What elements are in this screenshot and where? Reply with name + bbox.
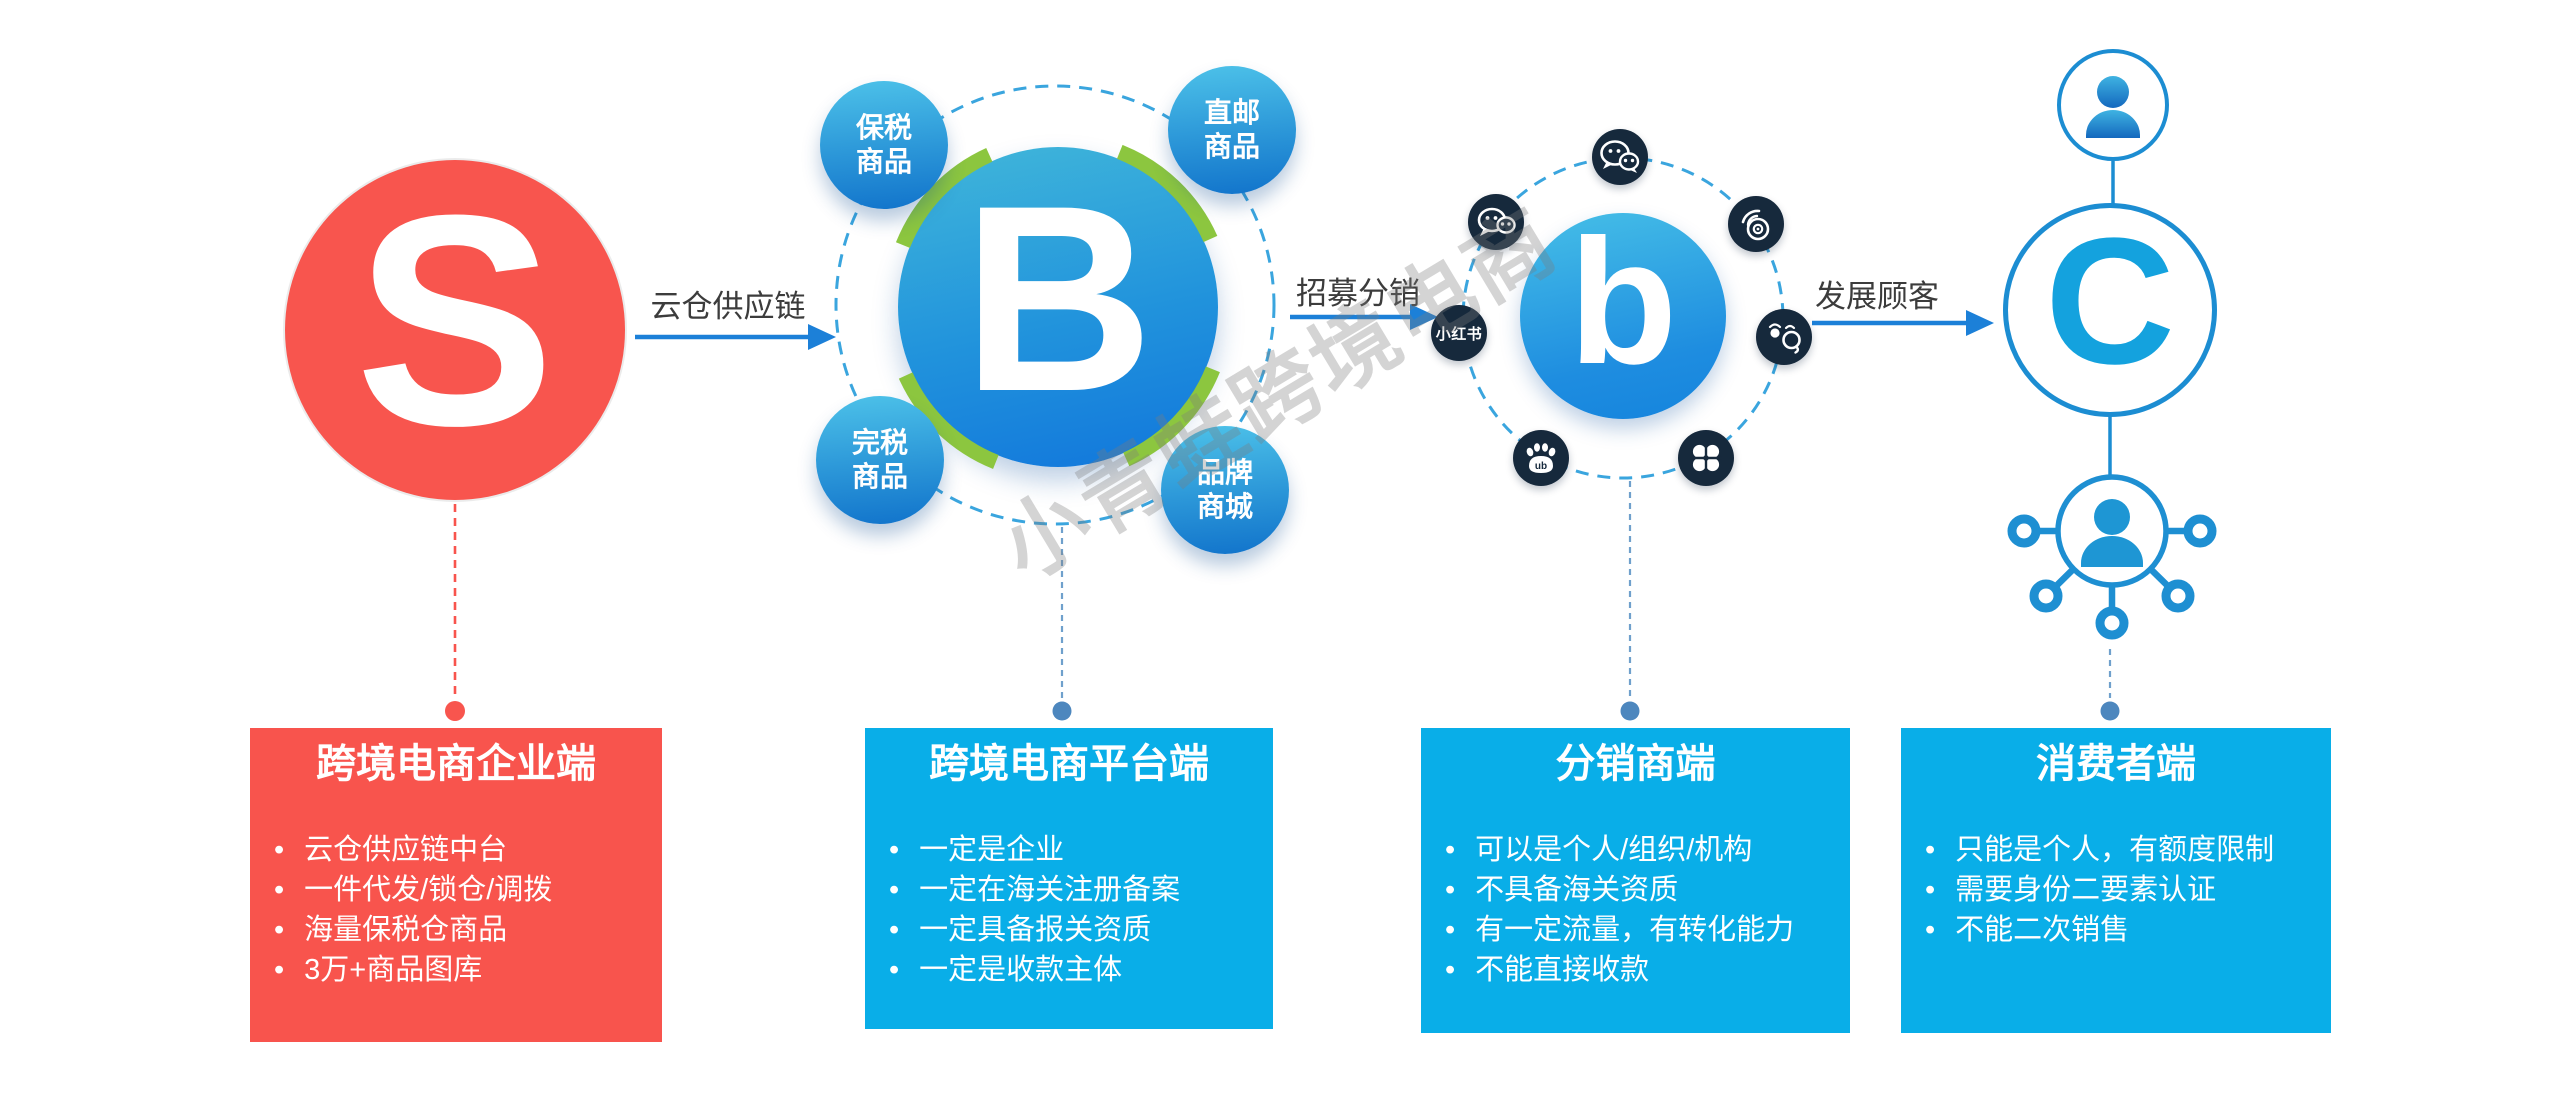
wechat-icon xyxy=(1468,194,1524,250)
satellite-direct-mail-goods: 直邮 商品 xyxy=(1168,66,1296,194)
network-spoke xyxy=(2109,528,2181,599)
satellite-label-line2: 商品 xyxy=(855,146,912,177)
bullet-text: 一定在海关注册备案 xyxy=(919,874,1181,906)
network-node xyxy=(2161,579,2195,613)
box-bullet-list: 只能是个人，有额度限制 需要身份二要素认证 不能二次销售 xyxy=(1901,830,2331,950)
bullet-item: 海量保税仓商品 xyxy=(274,910,648,950)
bullet-text: 不具备海关资质 xyxy=(1475,874,1679,906)
consumer-letter: C xyxy=(2045,201,2175,402)
person-icon xyxy=(2086,76,2140,138)
network-node xyxy=(2007,514,2041,548)
arrow-label-cloud-warehouse-supply-chain: 云仓供应链 xyxy=(650,289,806,324)
bullet-text: 不能二次销售 xyxy=(1955,914,2130,946)
clover-icon xyxy=(1678,430,1734,486)
network-spoke xyxy=(2043,528,2115,599)
satellite-label-line2: 商品 xyxy=(1203,131,1260,162)
bullet-item: 需要身份二要素认证 xyxy=(1925,870,2317,910)
platform-letter: B xyxy=(962,150,1154,447)
bullet-item: 一定是收款主体 xyxy=(889,950,1259,990)
network-person-body-icon xyxy=(2081,536,2143,567)
bullet-item: 不具备海关资质 xyxy=(1445,870,1836,910)
baidu-icon: ub xyxy=(1513,430,1569,486)
bullet-text: 需要身份二要素认证 xyxy=(1955,874,2217,906)
satellite-label-line1: 直邮 xyxy=(1203,97,1260,128)
bullet-item: 只能是个人，有额度限制 xyxy=(1925,830,2317,870)
connector-dot-b xyxy=(1052,701,1072,721)
info-box-platform: 跨境电商平台端 一定是企业 一定在海关注册备案 一定具备报关资质 一定是收款主体 xyxy=(865,728,1273,1029)
network-person-circle xyxy=(2055,474,2169,588)
bullet-item: 不能二次销售 xyxy=(1925,910,2317,950)
bullet-text: 一件代发/锁仓/调拨 xyxy=(304,874,553,906)
box-title: 分销商端 xyxy=(1555,742,1716,786)
supplier-letter: S xyxy=(354,152,556,488)
bullet-text: 一定是收款主体 xyxy=(919,954,1123,986)
satellite-duty-paid-goods: 完税 商品 xyxy=(816,396,944,524)
bullet-item: 3万+商品图库 xyxy=(274,950,648,990)
network-node xyxy=(2183,514,2217,548)
connector-dot-smallb xyxy=(1620,701,1640,721)
bullet-text: 3万+商品图库 xyxy=(304,954,483,986)
connector-dot-s xyxy=(445,701,465,721)
box-title: 消费者端 xyxy=(2036,742,2196,786)
satellite-label-line1: 完税 xyxy=(851,427,908,458)
xiaohongshu-icon: 小红书 xyxy=(1431,305,1487,361)
satellite-bonded-goods: 保税 商品 xyxy=(820,81,948,209)
box-title: 跨境电商平台端 xyxy=(929,742,1209,786)
info-box-distributor: 分销商端 可以是个人/组织/机构 不具备海关资质 有一定流量，有转化能力 不能直… xyxy=(1421,728,1850,1033)
node-distributor-b: b xyxy=(1520,213,1726,419)
node-consumer-c: C xyxy=(2003,203,2217,417)
satellite-label-line2: 商城 xyxy=(1196,491,1253,522)
network-node xyxy=(2095,606,2129,640)
xiaohongshu-label: 小红书 xyxy=(1435,325,1483,343)
bullet-text: 一定是企业 xyxy=(919,834,1065,866)
bullet-text: 有一定流量，有转化能力 xyxy=(1475,914,1795,946)
box-title: 跨境电商企业端 xyxy=(316,742,596,786)
bullet-item: 一定具备报关资质 xyxy=(889,910,1259,950)
bullet-item: 一定是企业 xyxy=(889,830,1259,870)
wechat-icon xyxy=(1592,129,1648,185)
bullet-item: 不能直接收款 xyxy=(1445,950,1836,990)
satellite-label-line2: 商品 xyxy=(851,461,908,492)
bullet-text: 不能直接收款 xyxy=(1475,954,1650,986)
weibo-icon xyxy=(1728,196,1784,252)
connector-dot-c xyxy=(2100,701,2120,721)
bullet-item: 云仓供应链中台 xyxy=(274,830,648,870)
bullet-text: 只能是个人，有额度限制 xyxy=(1955,834,2275,866)
network-node xyxy=(2029,579,2063,613)
satellite-label-line1: 品牌 xyxy=(1196,457,1253,488)
bullet-item: 可以是个人/组织/机构 xyxy=(1445,830,1836,870)
baidu-icon-text: ub xyxy=(1535,461,1547,472)
bullet-text: 海量保税仓商品 xyxy=(304,914,508,946)
arrow-label-develop-customers: 发展顾客 xyxy=(1815,279,1939,314)
box-bullet-list: 可以是个人/组织/机构 不具备海关资质 有一定流量，有转化能力 不能直接收款 xyxy=(1421,830,1850,990)
arrowhead-s-to-b xyxy=(808,324,836,350)
bullet-text: 云仓供应链中台 xyxy=(304,834,508,866)
satellite-brand-mall: 品牌 商城 xyxy=(1161,426,1289,554)
bullet-item: 有一定流量，有转化能力 xyxy=(1445,910,1836,950)
box-bullet-list: 云仓供应链中台 一件代发/锁仓/调拨 海量保税仓商品 3万+商品图库 xyxy=(250,830,662,990)
box-bullet-list: 一定是企业 一定在海关注册备案 一定具备报关资质 一定是收款主体 xyxy=(865,830,1273,990)
info-box-consumer: 消费者端 只能是个人，有额度限制 需要身份二要素认证 不能二次销售 xyxy=(1901,728,2331,1033)
qq-icon xyxy=(1756,309,1812,365)
bullet-item: 一件代发/锁仓/调拨 xyxy=(274,870,648,910)
info-box-enterprise: 跨境电商企业端 云仓供应链中台 一件代发/锁仓/调拨 海量保税仓商品 3万+商品… xyxy=(250,728,662,1042)
arrow-label-recruit-distributors: 招募分销 xyxy=(1296,276,1420,311)
node-platform-b: B xyxy=(898,147,1218,467)
consumer-person-circle xyxy=(2057,49,2169,161)
node-supplier-s: S xyxy=(285,160,625,500)
distributor-letter: b xyxy=(1568,202,1678,401)
satellite-label-line1: 保税 xyxy=(855,112,912,143)
network-person-head-icon xyxy=(2094,499,2130,535)
bullet-text: 可以是个人/组织/机构 xyxy=(1475,834,1753,866)
bullet-text: 一定具备报关资质 xyxy=(919,914,1152,946)
bullet-item: 一定在海关注册备案 xyxy=(889,870,1259,910)
